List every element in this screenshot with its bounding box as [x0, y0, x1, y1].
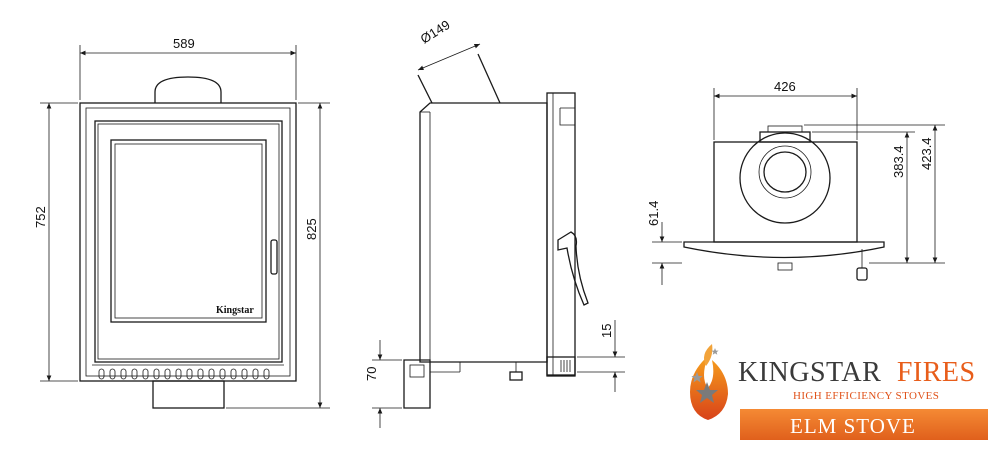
stove-logo-text: Kingstar	[216, 305, 254, 316]
flame-logo-icon	[690, 344, 728, 420]
brand-name-part1: KINGSTAR	[738, 357, 881, 388]
dim-top-front: 61.4	[646, 201, 661, 226]
model-banner	[740, 409, 988, 440]
vent-slots	[98, 368, 270, 380]
dim-top-width: 426	[774, 79, 796, 94]
dim-front-width: 589	[173, 36, 195, 51]
brand-tagline: HIGH EFFICIENCY STOVES	[793, 390, 939, 402]
front-view: Kingstar 589	[33, 36, 330, 409]
dim-front-height: 752	[33, 206, 48, 228]
side-view: Ø149 70 15	[364, 17, 625, 428]
brand-name-part2: FIRES	[897, 357, 976, 388]
brand-name: KINGSTAR FIRES	[738, 357, 976, 388]
dim-flue-diameter: Ø149	[418, 17, 453, 47]
dim-top-depth-inner: 383.4	[891, 145, 906, 178]
dim-top-depth-total: 423.4	[919, 137, 934, 170]
brand-block: KINGSTAR FIRES HIGH EFFICIENCY STOVES EL…	[690, 344, 988, 440]
model-name: ELM STOVE	[790, 414, 916, 438]
dim-side-base: 70	[364, 367, 379, 381]
dim-side-gap: 15	[599, 324, 614, 338]
dim-front-total-height: 825	[304, 218, 319, 240]
top-view: 426 383.4 423.4 61.4	[646, 79, 945, 285]
